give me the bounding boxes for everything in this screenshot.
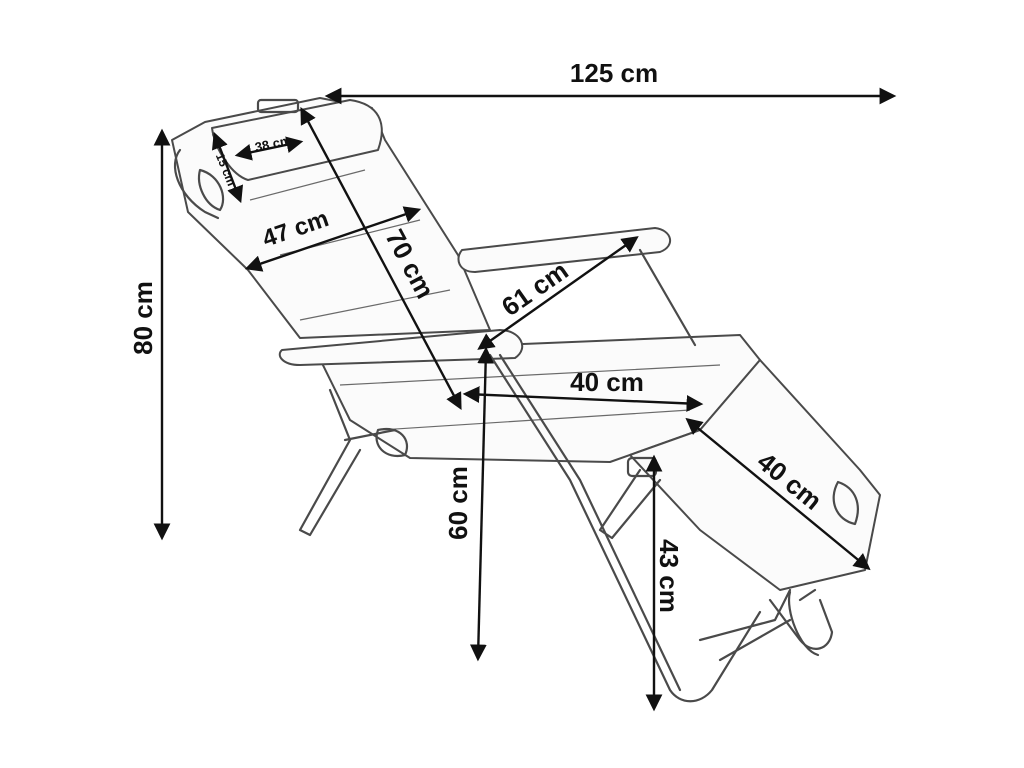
lounger-drawing [171,97,881,703]
label-pillow-width: 38 cm [253,132,292,154]
top-handle [256,98,300,114]
main-leg [488,353,762,703]
dim-line-60 [469,346,495,662]
dim-line-15 [211,131,244,204]
front-lower-frame [598,468,834,662]
armrest-support [638,248,697,347]
label-footrest-height: 43 cm [654,539,684,613]
right-armrest [457,227,671,273]
dim-line-40-foot [685,417,871,571]
dim-line-61 [477,236,639,350]
dim-line-38 [234,136,304,161]
backrest-tube [173,148,220,220]
footrest-leg [787,588,820,657]
dim-line-40-seat [462,386,704,412]
label-seat-height: 60 cm [443,466,473,540]
rear-leg-bracket [375,427,408,458]
label-overall-height: 80 cm [128,281,158,355]
label-seat-width: 40 cm [570,367,644,397]
dimension-lines [153,87,897,712]
rear-leg [298,388,397,537]
label-overall-length: 125 cm [570,58,658,88]
dim-line-70 [300,107,462,410]
